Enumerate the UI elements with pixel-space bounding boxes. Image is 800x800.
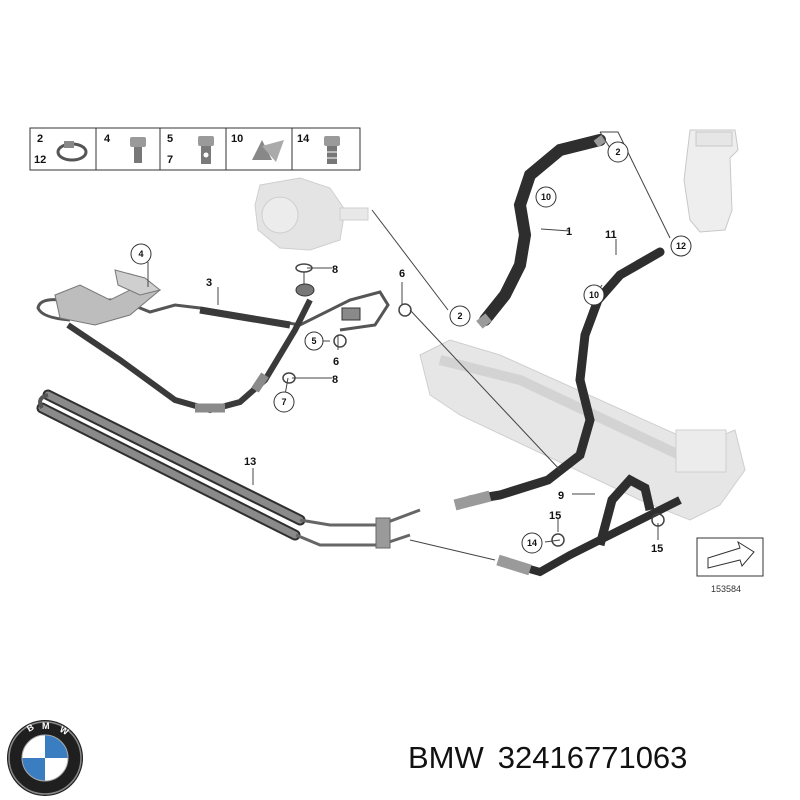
callout-4: 4	[138, 249, 143, 259]
legend-num: 2	[37, 133, 43, 145]
reference-box: 153584	[696, 537, 764, 594]
brand-name: BMW	[408, 740, 484, 775]
banjo-bolt-icon	[198, 136, 214, 164]
callouts: 2 10 12 4 10 2 5 7 14 1 3 8 6 6 8 11 13 …	[130, 141, 692, 555]
bolt-icon	[130, 137, 146, 163]
hose-1	[476, 134, 607, 329]
callout-7: 7	[281, 397, 286, 407]
hose-clamp-icon	[56, 141, 88, 162]
callout-14: 14	[527, 538, 537, 548]
return-line	[36, 290, 390, 414]
callout-3: 3	[206, 277, 212, 289]
svg-text:B: B	[25, 722, 36, 734]
direction-arrow-icon	[707, 540, 755, 569]
callout-10: 10	[589, 290, 599, 300]
legend-num: 5	[167, 133, 173, 145]
legend-num: 4	[104, 133, 111, 145]
legend-num: 7	[167, 154, 173, 166]
pressure-line	[496, 474, 682, 577]
callout-8: 8	[332, 374, 338, 386]
callout-2: 2	[457, 311, 462, 321]
callout-1: 1	[566, 226, 572, 238]
callout-9: 9	[558, 490, 564, 502]
callout-6: 6	[399, 268, 405, 280]
callout-15: 15	[651, 543, 663, 555]
callout-8: 8	[332, 264, 338, 276]
svg-text:M: M	[42, 721, 50, 731]
callout-5: 5	[311, 336, 316, 346]
legend-num: 14	[297, 133, 310, 145]
leader-lines	[147, 131, 671, 561]
callout-6: 6	[333, 356, 339, 368]
callout-12: 12	[676, 241, 686, 251]
part-caption: BMW 32416771063	[408, 740, 687, 776]
legend-num: 10	[231, 133, 243, 145]
power-steering-pump	[254, 177, 369, 251]
callout-15: 15	[549, 510, 561, 522]
callout-13: 13	[244, 456, 256, 468]
banjo-fitting	[295, 283, 361, 321]
o-rings	[282, 263, 665, 547]
hollow-bolt-icon	[324, 136, 340, 164]
oil-cooler	[36, 389, 421, 549]
hose-11	[453, 247, 665, 511]
part-number: 32416771063	[497, 740, 688, 775]
callout-11: 11	[605, 229, 617, 241]
callout-2: 2	[615, 147, 620, 157]
fluid-reservoir	[683, 129, 739, 233]
legend-table: 2 12 4 5 7 10 14	[29, 127, 361, 171]
legend-num: 12	[34, 154, 46, 166]
callout-10: 10	[541, 192, 551, 202]
hose-clip-icon	[252, 140, 284, 162]
bmw-logo: B M W	[7, 720, 83, 796]
mounting-bracket	[54, 269, 162, 326]
diagram-ref-number: 153584	[711, 584, 741, 594]
